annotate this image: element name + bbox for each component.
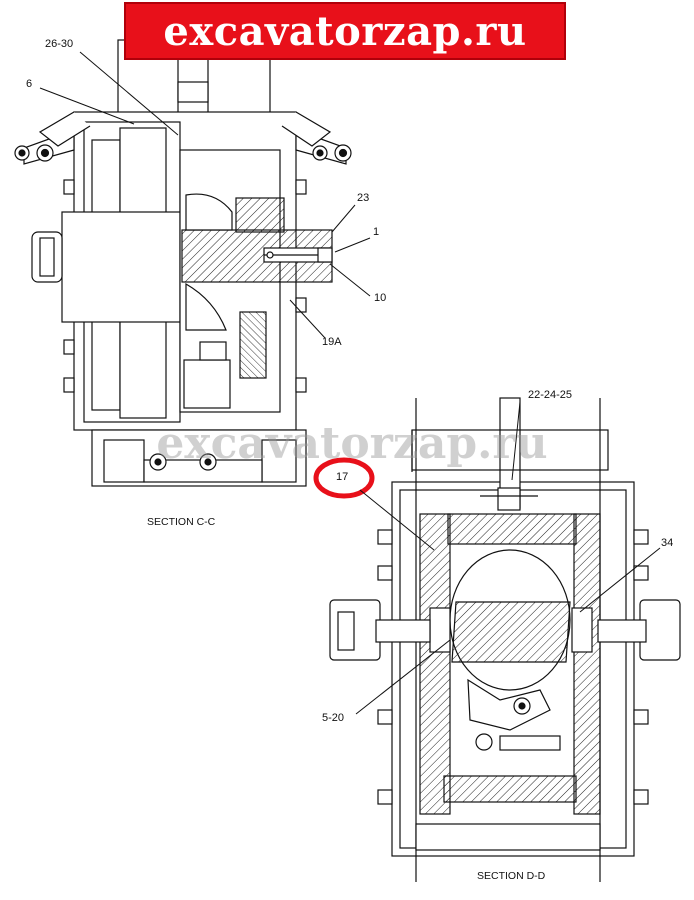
callout-23: 23 (357, 192, 370, 204)
callout-22-24-25: 22-24-25 (528, 389, 573, 401)
callout-34: 34 (661, 537, 674, 549)
callout-17: 17 (336, 471, 349, 483)
section-dd-caption: SECTION D-D (477, 870, 546, 882)
section-cc-drawing (14, 39, 352, 487)
callout-5-20: 5-20 (322, 712, 345, 724)
callout-6: 6 (26, 78, 33, 90)
callout-26-30: 26-30 (45, 38, 74, 50)
callout-10: 10 (374, 292, 387, 304)
callout-1: 1 (373, 226, 380, 238)
callout-19a: 19A (322, 336, 342, 348)
banner-text: excavatorzap.ru (163, 7, 527, 55)
site-banner: excavatorzap.ru (124, 2, 566, 60)
section-dd-leaders (355, 401, 661, 715)
section-cc-caption: SECTION C-C (147, 516, 216, 528)
section-cc-leaders (39, 51, 371, 339)
highlight-circle (313, 457, 375, 499)
section-dd-drawing (329, 397, 681, 882)
